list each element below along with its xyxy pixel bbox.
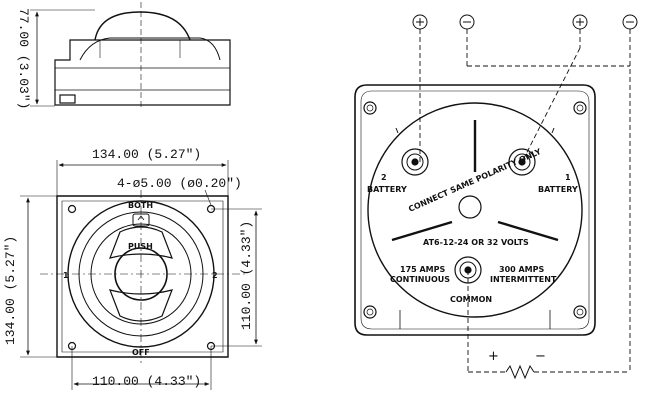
wiring-diagram [419,29,631,373]
label-push: PUSH [128,242,153,251]
divider-right [497,220,559,242]
divider-left [391,220,453,242]
battery2-negative-icon [459,14,475,30]
battery1-negative-icon [622,14,638,30]
voltage-rating: AT6-12-24 OR 32 VOLTS [423,238,529,247]
continuous-amps-label: CONTINUOUS [390,275,450,284]
label-off: OFF [132,348,150,357]
terminal-1-stud [508,148,536,176]
side-notch [59,94,76,104]
rear-plate [354,84,596,336]
battery2-positive-icon [412,14,428,30]
front-width-dimension: 134.00 (5.27") [92,147,201,162]
front-plate [56,195,229,358]
side-view [30,2,231,110]
intermittent-amps-label: INTERMITTENT [490,275,557,284]
continuous-amps-value: 175 AMPS [400,265,446,274]
hole-spacing-vertical-dimension: 110.00 (4.33") [239,221,254,330]
terminal-2-stud [401,148,429,176]
rear-mount-hole [363,305,377,319]
wire-battery1-positive [521,47,581,163]
hole-spacing-horizontal-dimension: 110.00 (4.33") [92,374,201,389]
load-resistor-icon [505,364,535,380]
rear-housing-circle [367,102,583,318]
label-position-2: 2 [212,271,218,280]
rear-mount-hole [363,101,377,115]
front-height-dimension: 134.00 (5.27") [3,236,18,345]
side-base [54,39,231,106]
knob-arm-bottom [109,289,173,322]
push-arrow-icon [137,215,145,221]
polarity-symbols [412,14,638,30]
terminal-2-label: BATTERY [367,185,407,194]
label-both: BOTH [128,201,153,210]
load-minus-sign: − [535,349,546,364]
hole-diameter-dimension: 4-ø5.00 (ø0.20") [117,176,242,191]
common-label: COMMON [450,295,492,304]
label-position-1: 1 [63,271,69,280]
side-knob [94,11,191,41]
terminal-2-number: 2 [381,173,387,182]
terminal-1-label: BATTERY [538,185,578,194]
load-plus-sign: + [488,349,499,364]
battery1-positive-icon [572,14,588,30]
front-view [20,160,262,390]
mount-hole [67,204,77,214]
rear-view [354,84,596,336]
intermittent-amps-value: 300 AMPS [499,265,545,274]
rear-mount-hole [573,101,587,115]
side-height-dimension: 77.00 (3.03") [16,8,31,109]
center-hole [458,195,482,219]
rear-mount-hole [573,305,587,319]
terminal-1-number: 1 [565,173,571,182]
